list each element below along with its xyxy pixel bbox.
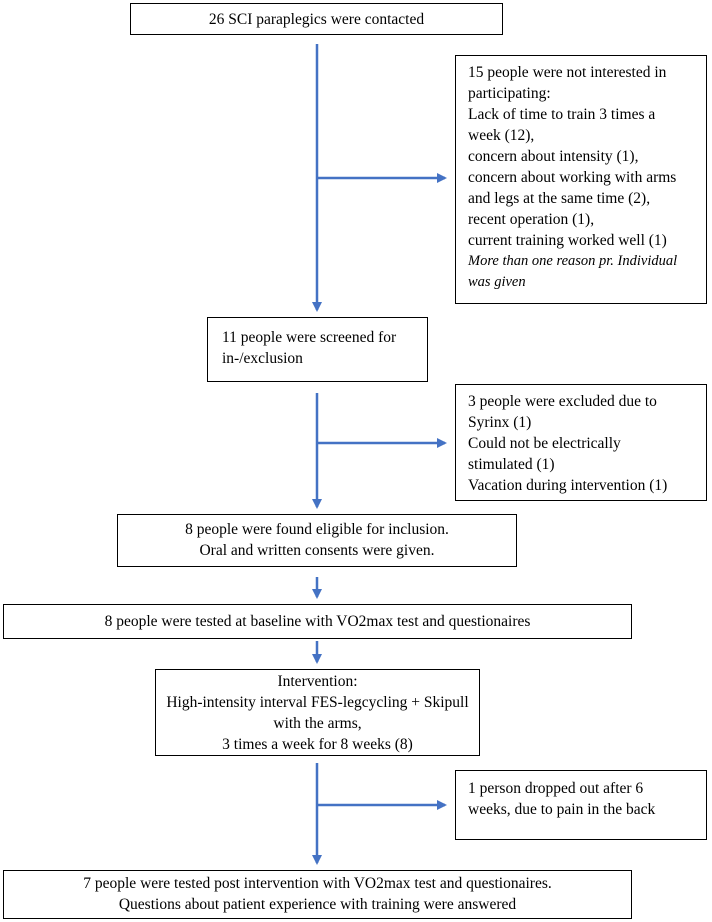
baseline-line: 8 people were tested at baseline with VO… bbox=[104, 613, 531, 630]
not-interested-line: Lack of time to train 3 times a bbox=[468, 106, 656, 123]
not-interested-line: 15 people were not interested in bbox=[468, 64, 667, 81]
not-interested-line: week (12), bbox=[468, 127, 535, 144]
contacted-text: 26 SCI paraplegics were contacted bbox=[208, 11, 425, 28]
not-interested-note: was given bbox=[468, 274, 526, 290]
screened-line: 11 people were screened for bbox=[222, 329, 397, 346]
excluded-box: 3 people were excluded due to Syrinx (1)… bbox=[455, 384, 707, 501]
intervention-line: Intervention: bbox=[277, 673, 358, 690]
dropout-line: 1 person dropped out after 6 bbox=[468, 780, 644, 797]
not-interested-line: participating: bbox=[468, 85, 551, 102]
intervention-line: High-intensity interval FES-legcycling +… bbox=[166, 694, 469, 711]
eligible-box: 8 people were found eligible for inclusi… bbox=[117, 514, 517, 567]
dropout-box: 1 person dropped out after 6 weeks, due … bbox=[455, 770, 707, 840]
not-interested-line: concern about intensity (1), bbox=[468, 148, 639, 165]
post-line: 7 people were tested post intervention w… bbox=[83, 875, 552, 892]
not-interested-line: and legs at the same time (2), bbox=[468, 190, 651, 207]
dropout-line: weeks, due to pain in the back bbox=[468, 801, 656, 818]
baseline-box: 8 people were tested at baseline with VO… bbox=[3, 604, 632, 639]
not-interested-note: More than one reason pr. Individual bbox=[468, 253, 678, 269]
not-interested-line: concern about working with arms bbox=[468, 169, 677, 186]
eligible-line: 8 people were found eligible for inclusi… bbox=[185, 521, 449, 538]
eligible-line: Oral and written consents were given. bbox=[199, 542, 435, 559]
not-interested-line: recent operation (1), bbox=[468, 211, 595, 228]
excluded-line: Vacation during intervention (1) bbox=[468, 477, 668, 494]
excluded-line: Syrinx (1) bbox=[468, 414, 532, 431]
excluded-line: 3 people were excluded due to bbox=[468, 393, 657, 410]
intervention-box: Intervention: High-intensity interval FE… bbox=[155, 669, 480, 756]
not-interested-line: current training worked well (1) bbox=[468, 232, 667, 249]
screened-box: 11 people were screened for in-/exclusio… bbox=[207, 317, 428, 382]
not-interested-box: 15 people were not interested in partici… bbox=[455, 55, 707, 304]
screened-line: in-/exclusion bbox=[222, 350, 303, 367]
excluded-line: stimulated (1) bbox=[468, 456, 555, 473]
contacted-box: 26 SCI paraplegics were contacted bbox=[130, 3, 503, 35]
post-intervention-box: 7 people were tested post intervention w… bbox=[3, 870, 632, 919]
excluded-line: Could not be electrically bbox=[468, 435, 621, 452]
post-line: Questions about patient experience with … bbox=[118, 896, 517, 913]
intervention-line: with the arms, bbox=[273, 715, 362, 732]
intervention-line: 3 times a week for 8 weeks (8) bbox=[222, 736, 413, 753]
